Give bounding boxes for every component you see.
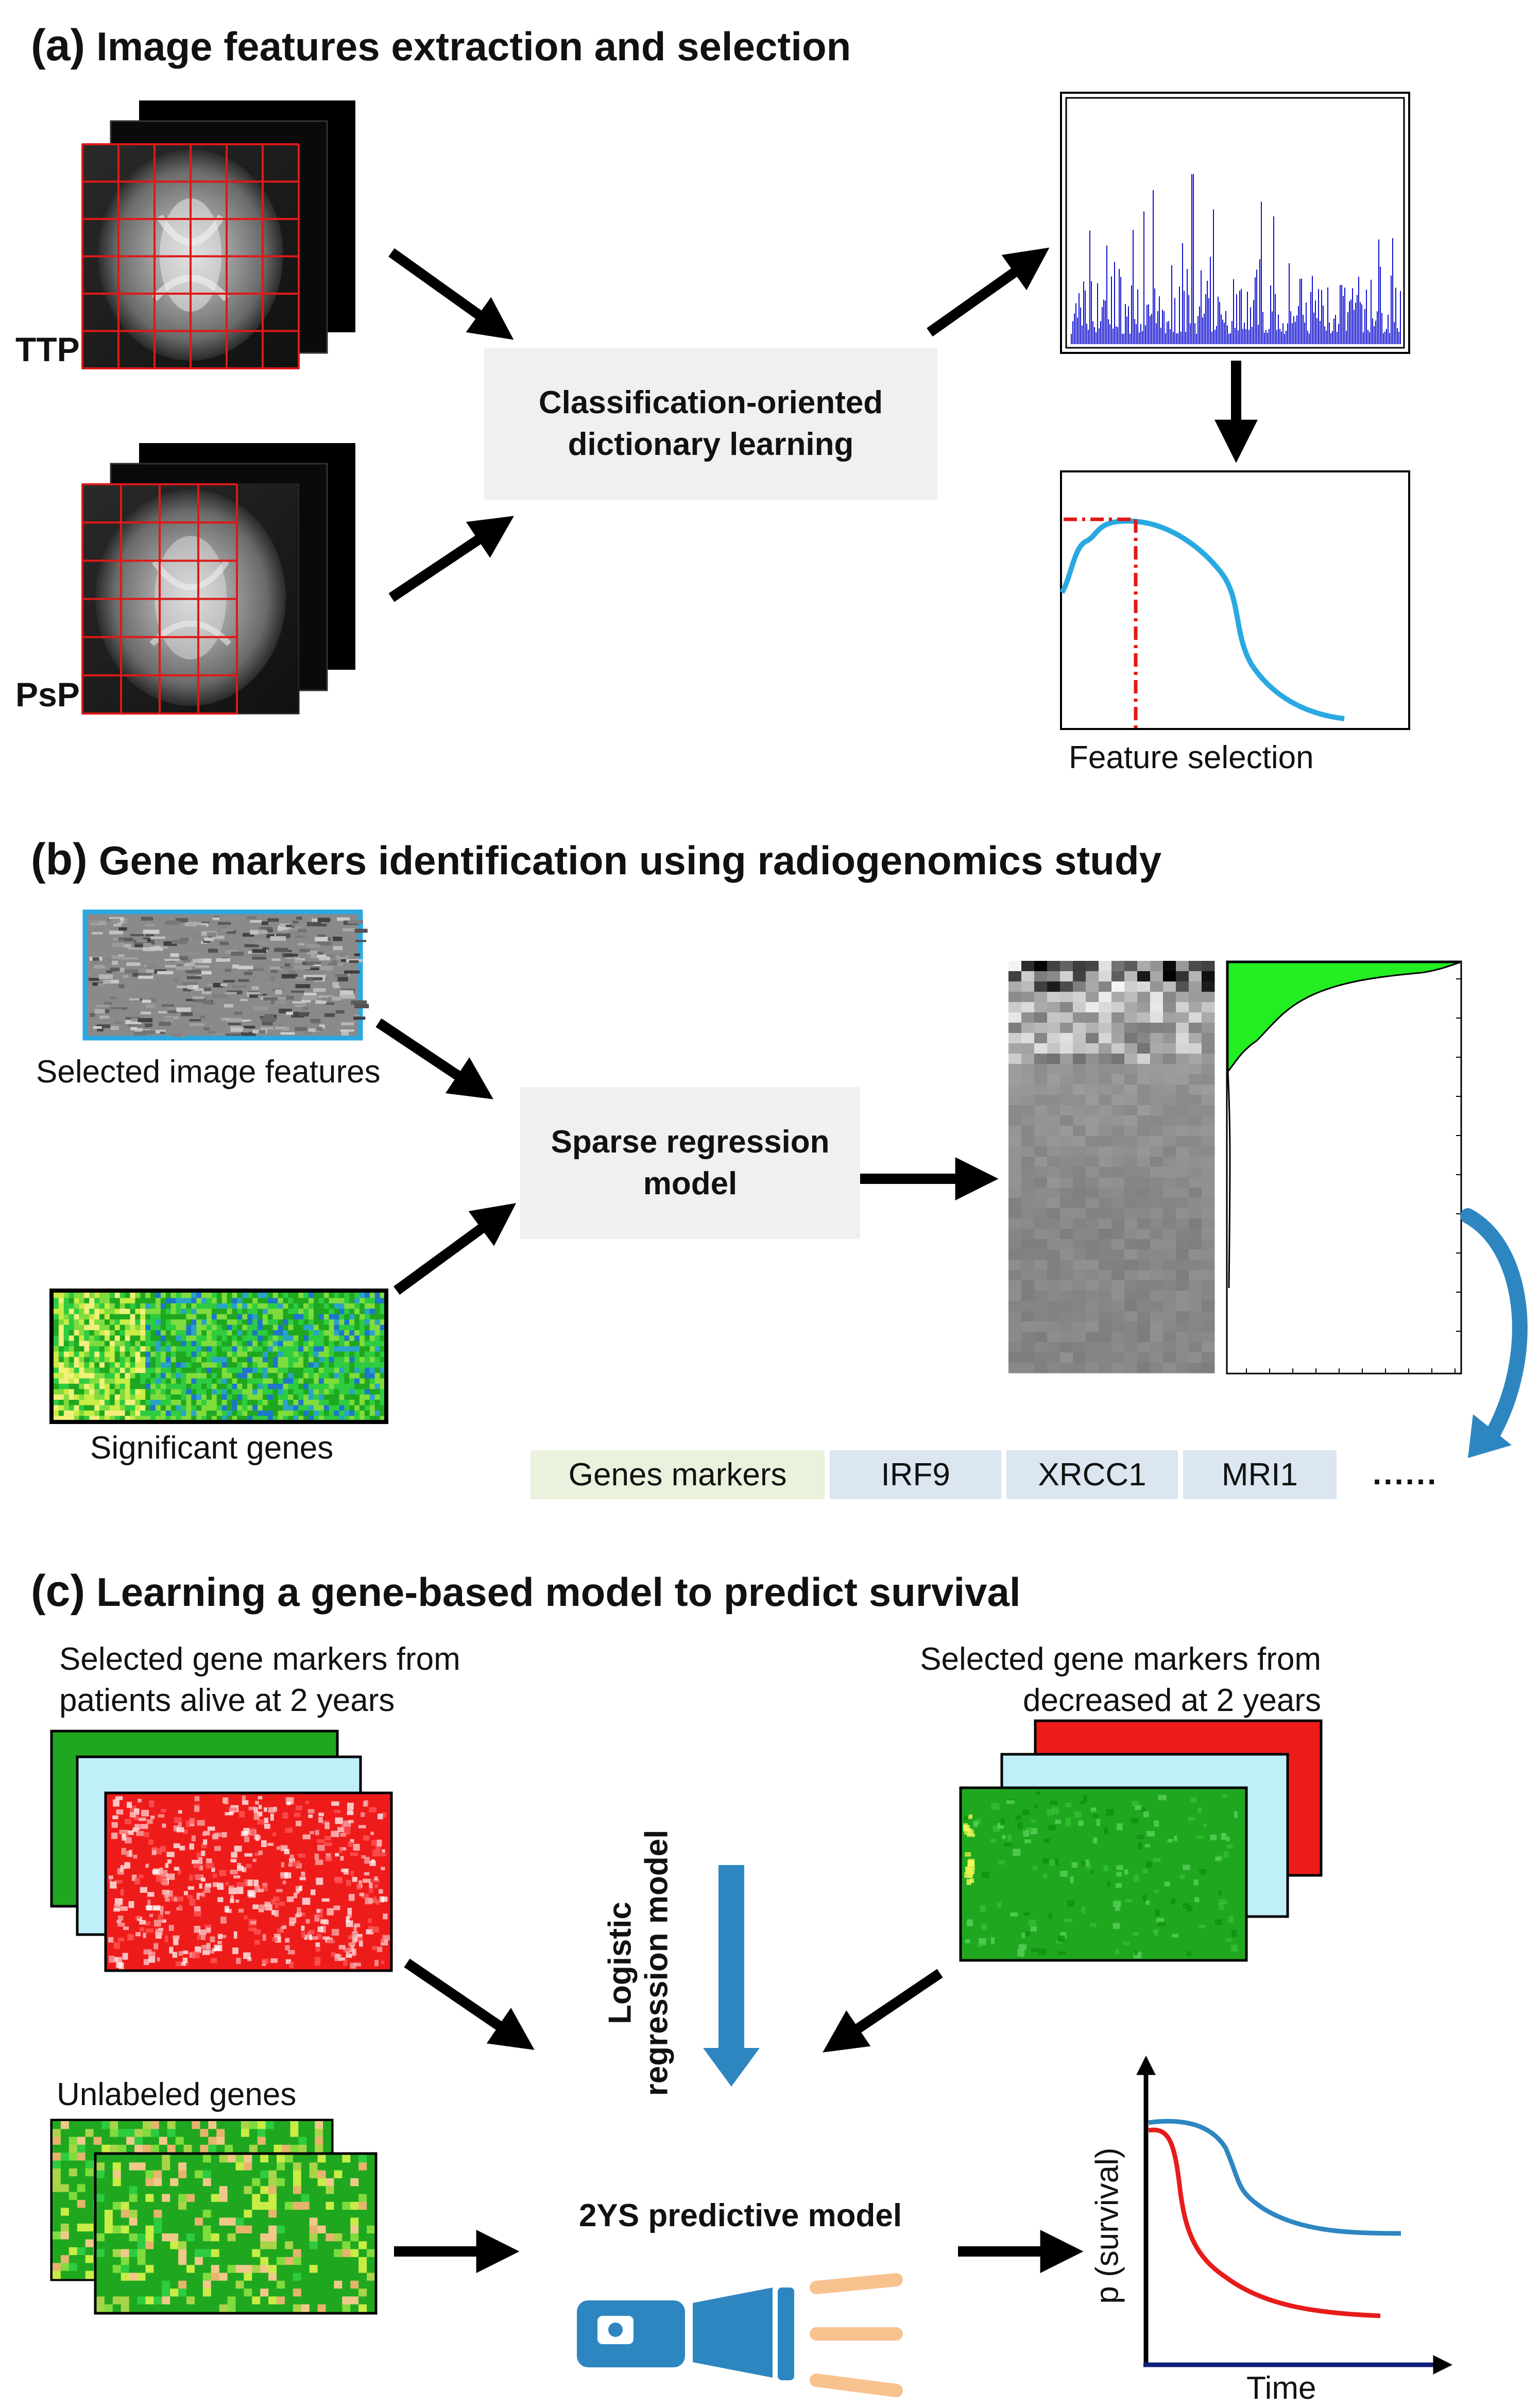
spectrum-area [1227, 961, 1461, 1074]
selected-image-features-caption: Selected image features [36, 1054, 381, 1090]
logistic-down-arrow [703, 1865, 760, 2087]
unlabeled-genes-stack [50, 2119, 378, 2315]
survival-y-label-group: p (survival) [1084, 2112, 1131, 2339]
gene-markers-ellipsis: ...... [1373, 1456, 1439, 1492]
deceased-markers-stack [959, 1719, 1323, 1962]
gene-marker-irf9: IRF9 [830, 1450, 1002, 1499]
feature-selection-plot [1059, 470, 1410, 730]
logistic-label-group: Logistic regression model [587, 1819, 690, 2107]
alive-caption-line-2: patients alive at 2 years [59, 1683, 395, 1718]
gene-marker-mri1: MRI1 [1183, 1450, 1337, 1499]
ttp-image-stack [81, 100, 355, 369]
psp-label: PsP [15, 675, 80, 714]
sparse-codes-histogram [1060, 92, 1410, 354]
unlabeled-genes-caption: Unlabeled genes [57, 2077, 297, 2112]
panel-a-title: (a)Image features extraction and selecti… [31, 23, 851, 67]
survival-y-label: p (survival) [1089, 2147, 1125, 2304]
coefficient-spectrum-plot [1226, 960, 1462, 1375]
survival-x-label: Time [1246, 2370, 1316, 2406]
deceased-caption-line-2: decreased at 2 years [1022, 1683, 1321, 1718]
arrow-ttp-to-dictionary [388, 248, 514, 340]
panel-c-title-text: Learning a gene-based model to predict s… [96, 1569, 1021, 1615]
deceased-caption-line-1: Selected gene markers from [920, 1641, 1321, 1677]
ttp-grid-overlay [81, 143, 300, 369]
arrow-genes-to-sparse [393, 1203, 517, 1295]
gene-markers-row: Genes markers IRF9 XRCC1 MRI1 [531, 1450, 1337, 1499]
feature-selection-caption: Feature selection [1069, 740, 1314, 775]
logistic-label-line-2: regression model [639, 1829, 675, 2096]
panel-b-title-text: Gene markers identification using radiog… [98, 838, 1161, 883]
selected-image-features-image [82, 909, 369, 1041]
arrow-dictionary-to-features [927, 247, 1050, 337]
panel-c-label: (c) [31, 1566, 85, 1616]
logistic-label-line-1: Logistic [602, 1902, 638, 2024]
panel-c-title: (c)Learning a gene-based model to predic… [31, 1569, 1021, 1613]
panel-b-title: (b)Gene markers identification using rad… [31, 837, 1161, 882]
arrow-psp-to-dictionary [388, 516, 514, 602]
psp-grid-overlay [81, 483, 238, 715]
gene-markers-header: Genes markers [531, 1450, 825, 1499]
panel-a-title-text: Image features extraction and selection [96, 24, 851, 69]
alive-markers-stack [50, 1730, 393, 1972]
alive-caption-line-1: Selected gene markers from [59, 1641, 460, 1677]
coefficient-matrix [1008, 961, 1215, 1374]
sparse-regression-box: Sparse regression model [520, 1087, 860, 1239]
curved-arrow-to-markers [1460, 1208, 1528, 1458]
panel-a-label: (a) [31, 21, 85, 70]
significant-genes-caption: Significant genes [90, 1430, 334, 1466]
survival-plot [1136, 2055, 1453, 2375]
dictionary-learning-box: Classification-oriented dictionary learn… [484, 348, 937, 500]
psp-image-stack [81, 443, 355, 715]
survival-curve-alive [1148, 2119, 1401, 2236]
predictive-model-title: 2YS predictive model [578, 2198, 902, 2233]
arrow-alive-to-model [404, 1958, 535, 2050]
arrow-image-features-to-sparse [375, 1018, 493, 1099]
gene-marker-xrcc1: XRCC1 [1006, 1450, 1178, 1499]
survival-curve-deceased [1148, 2127, 1381, 2318]
arrow-deceased-to-model [823, 1969, 943, 2053]
panel-b-label: (b) [31, 835, 88, 884]
ttp-label: TTP [15, 330, 80, 368]
histogram-bars [1071, 174, 1401, 344]
significant-genes-heatmap [49, 1289, 388, 1424]
selection-curve [1059, 518, 1345, 721]
projector-icon [577, 2273, 903, 2397]
